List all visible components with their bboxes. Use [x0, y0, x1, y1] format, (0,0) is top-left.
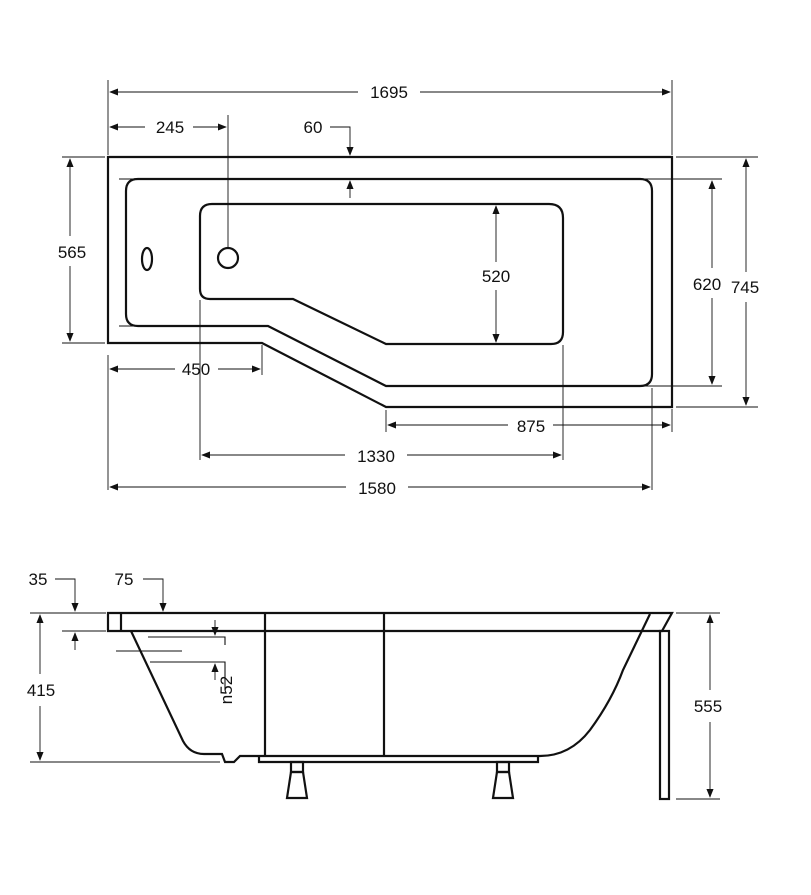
dim-overall-length: 1695 — [370, 83, 408, 102]
side-view: 35 75 415 n52 555 — [27, 570, 722, 801]
dim-basin-width: 520 — [482, 267, 510, 286]
front-panel — [658, 629, 671, 801]
plan-view: 1695 245 60 565 520 620 745 450 — [58, 80, 759, 498]
dim-rim-thickness: 35 — [29, 570, 48, 589]
drain-icon — [216, 246, 240, 270]
dim-total-height: 555 — [694, 697, 722, 716]
plan-rim-outline — [124, 177, 654, 388]
side-body — [130, 613, 651, 764]
side-rim — [106, 611, 674, 633]
dim-bottom-length: 1580 — [358, 479, 396, 498]
overflow-icon — [140, 246, 154, 272]
dim-rim-width: 60 — [304, 118, 323, 137]
dim-basin-length: 1330 — [357, 447, 395, 466]
dim-drain-offset: 245 — [156, 118, 184, 137]
dim-left-width: 565 — [58, 243, 86, 262]
dim-inner-width: 620 — [693, 275, 721, 294]
adjustable-foot-left — [285, 760, 309, 800]
dim-overflow: n52 — [217, 676, 236, 704]
side-feet-frame — [257, 756, 540, 764]
plan-outer-outline — [106, 155, 674, 409]
dim-left-depth: 415 — [27, 681, 55, 700]
adjustable-foot-right — [491, 760, 515, 800]
dim-left-section-length: 450 — [182, 360, 210, 379]
dim-overall-width: 745 — [731, 278, 759, 297]
plan-basin-outline — [198, 202, 565, 346]
dim-rim-overhang: 75 — [115, 570, 134, 589]
dim-right-section-length: 875 — [517, 417, 545, 436]
